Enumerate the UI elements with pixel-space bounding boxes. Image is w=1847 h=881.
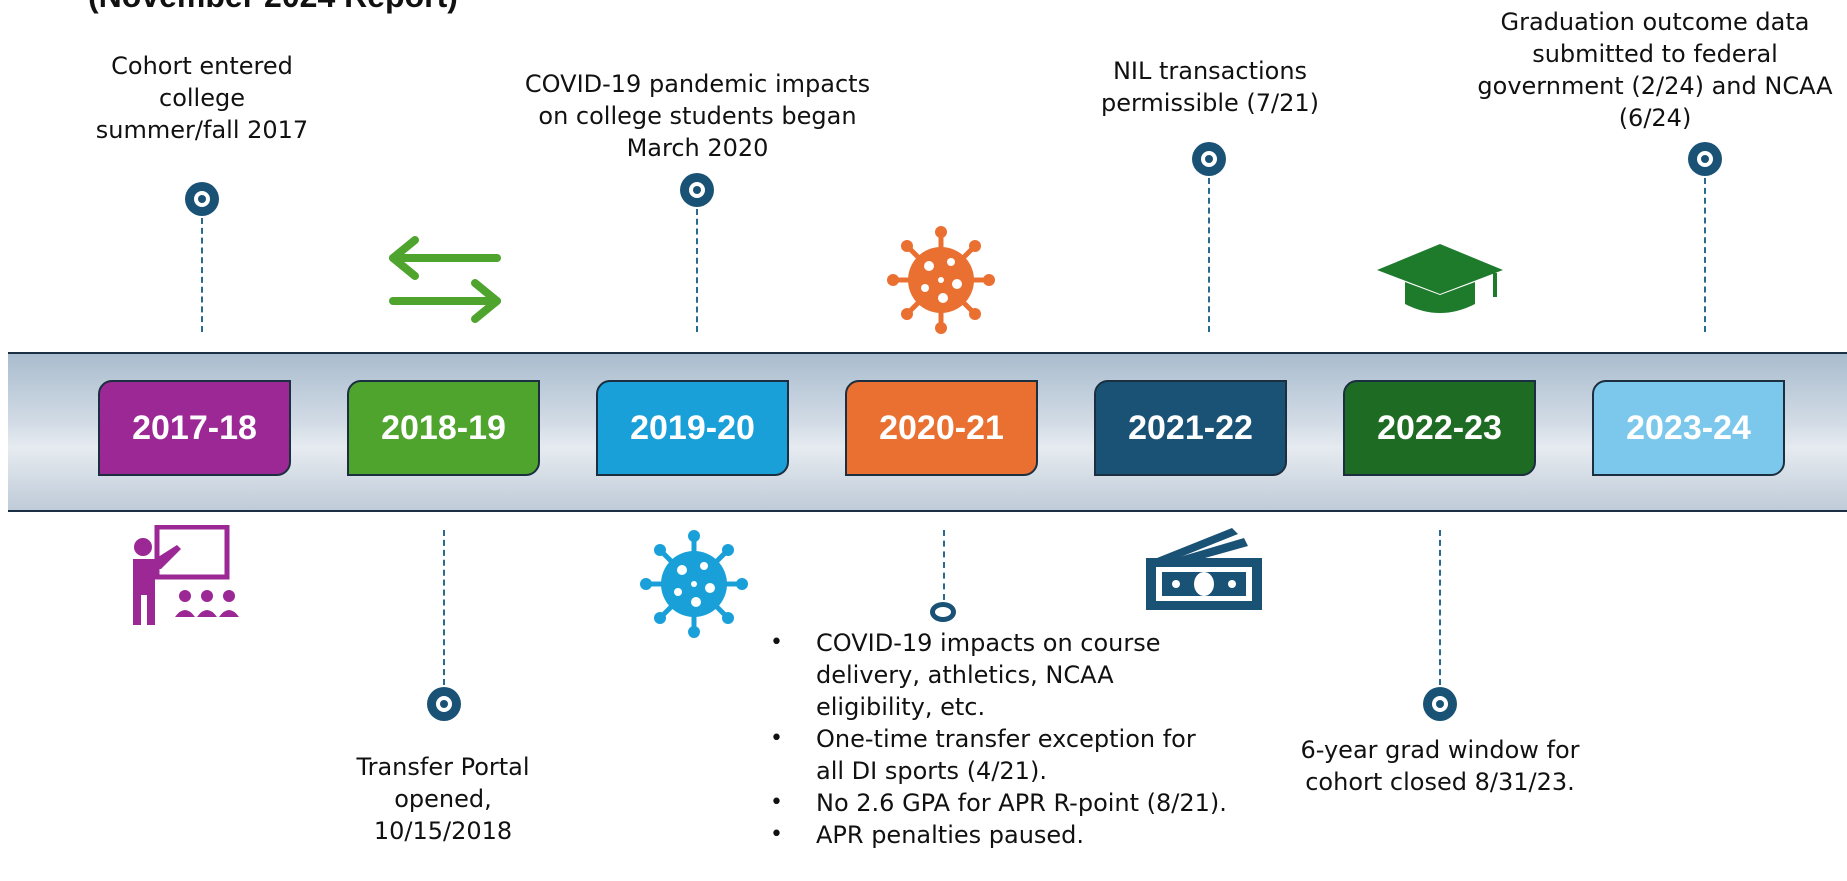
connector-line bbox=[443, 530, 445, 685]
event-covid-began: COVID-19 pandemic impacts on college stu… bbox=[524, 70, 871, 162]
year-box-2022-23: 2022-23 bbox=[1343, 380, 1536, 476]
year-box-2017-18: 2017-18 bbox=[98, 380, 291, 476]
money-icon bbox=[1146, 528, 1262, 610]
timeline-pin bbox=[930, 602, 956, 622]
event-grad-data-submitted: Graduation outcome data submitted to fed… bbox=[1477, 8, 1833, 132]
list-item: No 2.6 GPA for APR R-point (8/21). bbox=[768, 787, 1228, 819]
virus-icon bbox=[640, 530, 748, 638]
timeline-pin bbox=[427, 687, 461, 721]
event-transfer-portal: Transfer Portal opened, 10/15/2018 bbox=[356, 753, 530, 845]
event-grad-window-closed: 6-year grad window for cohort closed 8/3… bbox=[1300, 736, 1580, 796]
year-box-2019-20: 2019-20 bbox=[596, 380, 789, 476]
covid-impacts-list: COVID-19 impacts on course delivery, ath… bbox=[768, 627, 1228, 851]
virus-icon bbox=[887, 226, 995, 334]
teacher-icon bbox=[133, 525, 239, 625]
timeline-pin bbox=[680, 173, 714, 207]
timeline-pin bbox=[185, 182, 219, 216]
connector-line bbox=[696, 209, 698, 332]
timeline-pin bbox=[1423, 687, 1457, 721]
year-box-2018-19: 2018-19 bbox=[347, 380, 540, 476]
transfer-arrows-icon bbox=[389, 236, 501, 323]
connector-line bbox=[1439, 530, 1441, 685]
report-title: (November 2024 Report) bbox=[88, 0, 458, 15]
list-item: APR penalties paused. bbox=[768, 819, 1228, 851]
year-box-2020-21: 2020-21 bbox=[845, 380, 1038, 476]
year-box-2023-24: 2023-24 bbox=[1592, 380, 1785, 476]
graduation-cap-icon bbox=[1377, 244, 1503, 313]
timeline-pin bbox=[1688, 142, 1722, 176]
list-item: COVID-19 impacts on course delivery, ath… bbox=[768, 627, 1228, 723]
event-nil-transactions: NIL transactions permissible (7/21) bbox=[1100, 57, 1320, 117]
connector-line bbox=[1704, 178, 1706, 332]
connector-line bbox=[1208, 178, 1210, 332]
event-cohort-entered: Cohort entered college summer/fall 2017 bbox=[95, 52, 309, 144]
timeline-pin bbox=[1192, 142, 1226, 176]
list-item: One-time transfer exception for all DI s… bbox=[768, 723, 1228, 787]
connector-line bbox=[943, 530, 945, 600]
year-box-2021-22: 2021-22 bbox=[1094, 380, 1287, 476]
connector-line bbox=[201, 218, 203, 332]
